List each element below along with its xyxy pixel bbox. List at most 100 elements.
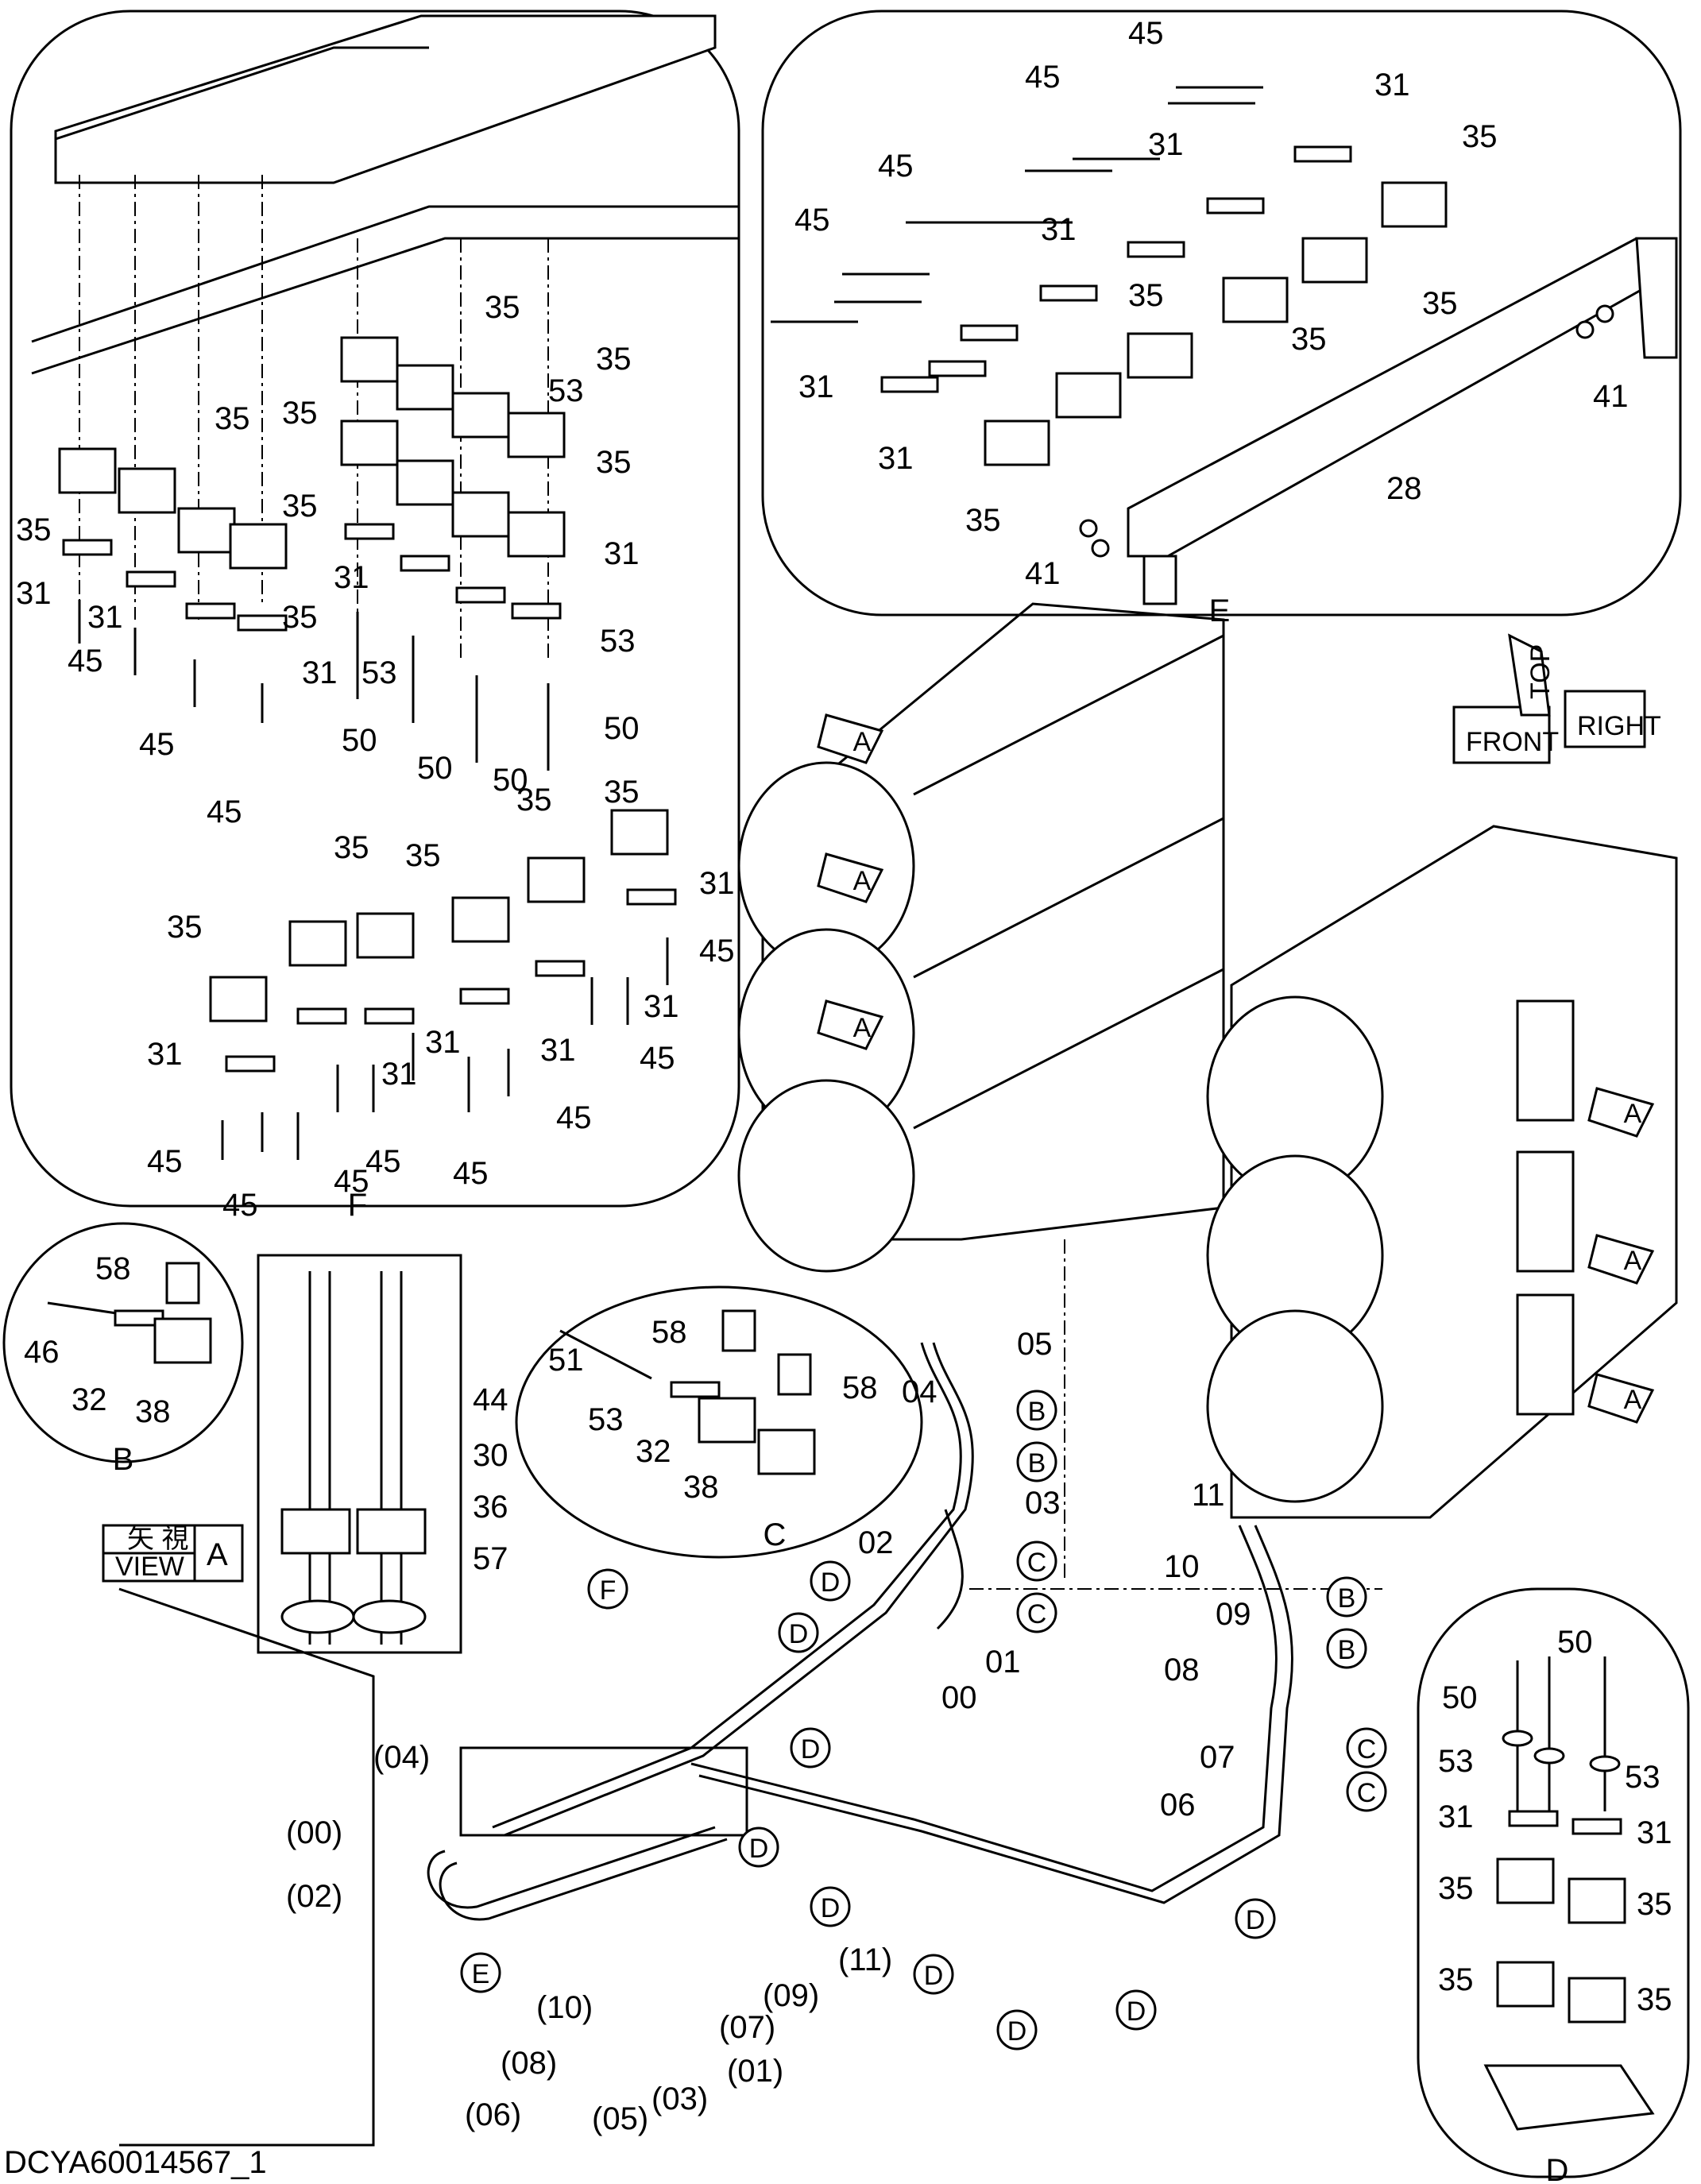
clamp-block bbox=[1055, 372, 1122, 419]
svg-text:A: A bbox=[853, 1013, 872, 1043]
clamp-plate bbox=[626, 888, 677, 906]
view-a-legend: 矢 視 VIEW A bbox=[102, 1524, 244, 1583]
label: 35 bbox=[1462, 119, 1498, 154]
orientation-top: TOP bbox=[1525, 644, 1556, 699]
clamp-block bbox=[229, 523, 288, 570]
svg-text:D: D bbox=[1127, 1997, 1146, 2027]
label: 50 bbox=[1442, 1680, 1478, 1715]
callout-d: D bbox=[1115, 1989, 1157, 2031]
clamp-block bbox=[527, 856, 586, 903]
hose-number-labels: 05 04 03 02 01 00 11 10 09 08 07 06 bbox=[858, 1327, 1251, 1823]
callout-b: B bbox=[1016, 1441, 1057, 1482]
clamp-plate bbox=[237, 614, 288, 632]
label: 31 bbox=[798, 369, 834, 404]
label: 31 bbox=[699, 866, 735, 901]
callout-d: D bbox=[913, 1954, 954, 1995]
callout-b: B bbox=[1326, 1576, 1367, 1618]
svg-text:D: D bbox=[789, 1619, 809, 1649]
label: 30 bbox=[473, 1438, 508, 1473]
label: 31 bbox=[16, 576, 52, 611]
label: 44 bbox=[473, 1382, 508, 1417]
label: 53 bbox=[600, 624, 636, 659]
clamp-plate bbox=[511, 602, 562, 620]
view-c-detail: 51 58 58 53 32 38 C bbox=[515, 1285, 923, 1559]
pipe-detail: 44 30 36 57 bbox=[257, 1254, 508, 1654]
view-legend-kanji: 矢 視 bbox=[127, 1524, 188, 1554]
label: 45 bbox=[1025, 60, 1061, 95]
hose-label-03: 03 bbox=[1025, 1486, 1061, 1521]
svg-text:F: F bbox=[600, 1575, 617, 1606]
orientation-right: RIGHT bbox=[1577, 711, 1661, 741]
label: 58 bbox=[95, 1251, 131, 1286]
label: 35 bbox=[1637, 1887, 1672, 1922]
label: 35 bbox=[1438, 1871, 1474, 1906]
collar bbox=[777, 1353, 812, 1396]
hose-label-bracket: (04) bbox=[373, 1740, 430, 1775]
label: 36 bbox=[473, 1490, 508, 1525]
callout-d: D bbox=[738, 1826, 779, 1868]
clamp-block bbox=[118, 467, 176, 514]
label: 51 bbox=[548, 1343, 584, 1378]
hose-label-bracket: (08) bbox=[501, 2046, 557, 2081]
hose-label-bracket: (11) bbox=[838, 1942, 892, 1977]
label: 31 bbox=[604, 536, 640, 571]
view-d-detail: 50 50 53 53 31 31 35 35 35 35 D bbox=[1417, 1587, 1690, 2184]
hose-label-bracket: (05) bbox=[592, 2101, 648, 2136]
label: 45 bbox=[453, 1156, 489, 1191]
label: 45 bbox=[878, 149, 914, 184]
collar bbox=[721, 1309, 756, 1352]
label: 35 bbox=[167, 910, 203, 945]
svg-text:D: D bbox=[821, 1567, 841, 1598]
svg-text:B: B bbox=[1028, 1397, 1046, 1427]
label: 35 bbox=[596, 342, 632, 377]
label: 35 bbox=[604, 775, 640, 810]
label: 50 bbox=[493, 763, 528, 798]
hose-label-01: 01 bbox=[985, 1645, 1021, 1680]
clamp-block bbox=[396, 459, 454, 506]
label: 32 bbox=[636, 1434, 671, 1469]
clamp-block bbox=[1127, 332, 1193, 379]
clamp-block bbox=[1301, 237, 1368, 284]
svg-text:C: C bbox=[1357, 1778, 1377, 1808]
svg-text:B: B bbox=[1338, 1583, 1356, 1614]
svg-text:A: A bbox=[1624, 1099, 1642, 1129]
view-b-frame bbox=[2, 1222, 244, 1463]
clamp-block bbox=[58, 447, 117, 494]
clamp-plate bbox=[185, 602, 236, 620]
clamp-plate bbox=[1571, 1818, 1622, 1835]
label: 35 bbox=[405, 838, 441, 873]
label: 58 bbox=[651, 1315, 687, 1350]
pipe-detail-frame bbox=[257, 1254, 462, 1654]
label: 31 bbox=[1041, 212, 1077, 247]
clamp-block bbox=[1496, 1961, 1555, 2008]
view-arrow-a: A bbox=[817, 713, 884, 764]
orientation-front: FRONT bbox=[1466, 727, 1559, 757]
clamp-plate bbox=[670, 1381, 721, 1398]
clamp-plate bbox=[459, 988, 510, 1005]
view-arrow-a: A bbox=[1587, 1373, 1655, 1424]
callout-d: D bbox=[778, 1612, 819, 1653]
clamp-block bbox=[1496, 1857, 1555, 1904]
label: 50 bbox=[342, 723, 377, 758]
label: 41 bbox=[1025, 556, 1061, 591]
hose-routing bbox=[118, 1239, 1382, 2147]
clamp-block bbox=[698, 1397, 756, 1444]
svg-text:D: D bbox=[1246, 1905, 1266, 1935]
clamp-block bbox=[1222, 276, 1289, 323]
svg-text:D: D bbox=[801, 1734, 821, 1765]
clamp-block bbox=[1568, 1877, 1626, 1924]
label: 57 bbox=[473, 1541, 508, 1576]
hose-label-10: 10 bbox=[1164, 1549, 1200, 1584]
clamp-plate bbox=[344, 523, 395, 540]
svg-text:A: A bbox=[1624, 1246, 1642, 1276]
clamp-block bbox=[356, 912, 415, 959]
clamp-plate bbox=[296, 1007, 347, 1025]
label: 31 bbox=[334, 560, 369, 595]
label: 35 bbox=[215, 401, 250, 436]
view-e-detail: 45 45 45 45 45 31 31 31 31 31 35 35 35 3… bbox=[761, 10, 1682, 628]
clamp-plate bbox=[364, 1007, 415, 1025]
clamp-block bbox=[451, 392, 510, 439]
view-d-frame bbox=[1417, 1587, 1690, 2178]
hose-label-bracket: (01) bbox=[727, 2054, 783, 2089]
hose-label-07: 07 bbox=[1200, 1740, 1235, 1775]
